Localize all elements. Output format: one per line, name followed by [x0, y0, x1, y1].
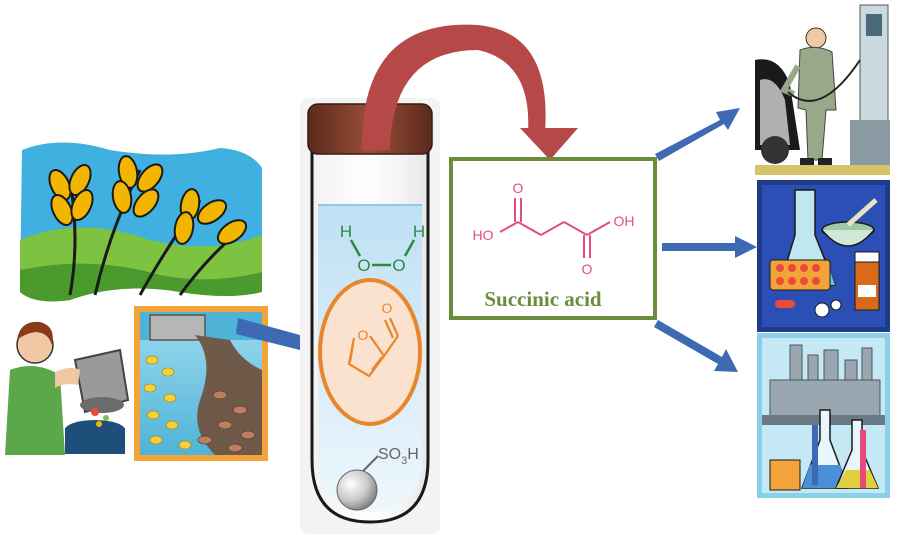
- peroxide-h-right: H: [413, 222, 425, 241]
- succinic-oh-right: OH: [614, 213, 635, 229]
- sulfonic-h: H: [407, 446, 419, 463]
- arrow-to-pharma: [662, 236, 757, 258]
- peroxide-o-left: O: [357, 256, 370, 275]
- kitchen-waste-icon: [5, 321, 130, 455]
- fuel-pump-icon: [755, 2, 890, 176]
- reaction-arrow: [361, 24, 578, 160]
- hydrogen-peroxide: H O O H: [340, 222, 425, 275]
- peroxide-h-left: H: [340, 222, 352, 241]
- chemical-industry-icon: [757, 333, 890, 498]
- succinic-o-top: O: [513, 180, 524, 196]
- succinic-ho-left: HO: [473, 227, 494, 243]
- arrow-to-fuel: [655, 108, 740, 161]
- peroxide-o-right: O: [392, 256, 405, 275]
- furfural-aldehyde-oxygen: O: [382, 300, 393, 316]
- product-label: Succinic acid: [484, 287, 602, 311]
- furfural-molecule: O O: [318, 278, 422, 426]
- wheat-icon: [20, 142, 262, 302]
- sulfonic-so: SO: [378, 446, 401, 463]
- succinic-acid-box: HO O OH O Succinic acid: [449, 157, 657, 320]
- output-arrows: [654, 108, 757, 372]
- wastewater-icon: [134, 306, 268, 461]
- sulfonic-subscript: 3: [401, 455, 407, 467]
- pharmaceutical-icon: [757, 180, 890, 332]
- solid-acid-catalyst: SO3H: [336, 446, 419, 511]
- arrow-to-industry: [654, 320, 738, 372]
- succinic-o-bottom: O: [582, 261, 593, 277]
- furfural-ring-oxygen: O: [358, 327, 369, 343]
- sulfonic-group-label: SO3H: [378, 446, 419, 467]
